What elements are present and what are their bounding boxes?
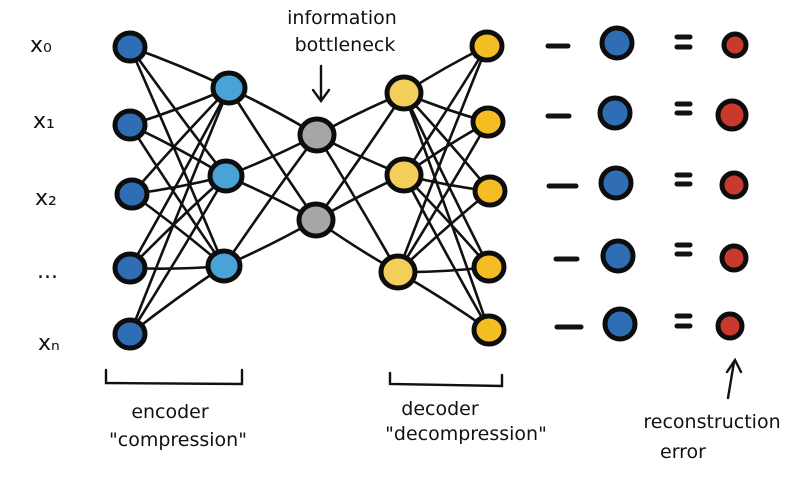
network-nodes [112,29,508,351]
node-decoder-hidden-0 [384,74,424,112]
node-bottleneck-1 [296,201,336,239]
target-node [598,165,634,201]
error-node [715,98,749,132]
node-output-2 [472,174,508,208]
error-node [719,243,749,273]
bottleneck-annotation: information bottleneck [287,7,397,104]
up-arrow-icon [725,357,743,400]
error-node [721,31,749,59]
node-input-3 [112,251,148,285]
edge-decoder-hidden-2-to-output-0 [396,44,489,274]
encoder-label: encoder [131,401,209,423]
edge-decoder-hidden-0-to-output-4 [402,91,491,332]
error-node [719,170,749,200]
encoder-annotation: encoder "compression" [104,368,247,451]
edge-decoder-hidden-2-to-output-1 [396,120,490,274]
edge-input-3-to-encoder-hidden-0 [128,86,231,270]
input-label-x1: x₁ [33,109,55,134]
decoder-label: decoder [401,398,479,420]
node-input-1 [112,108,148,142]
bottleneck-label-line1: information [287,7,397,29]
decoder-bracket [388,371,504,388]
target-node [602,306,638,342]
decoder-sublabel: "decompression" [385,423,547,445]
equation-row-2 [546,165,749,201]
target-node [597,95,633,131]
encoder-bracket [104,368,244,386]
edge-decoder-hidden-1-to-output-4 [402,173,491,332]
node-decoder-hidden-2 [378,253,418,291]
node-output-0 [469,29,505,63]
input-labels: x₀ x₁ x₂ ... xₙ [30,33,60,356]
node-encoder-hidden-2 [205,248,243,284]
input-label-xn: xₙ [38,331,60,356]
target-node [599,25,635,61]
input-label-x0: x₀ [30,33,52,58]
node-bottleneck-0 [297,116,337,154]
error-annotation: reconstruction error [643,357,781,463]
edge-input-0-to-encoder-hidden-2 [128,45,226,268]
node-encoder-hidden-0 [210,70,248,106]
equation-row-0 [545,25,749,61]
equation-row-4 [554,306,745,342]
node-decoder-hidden-1 [384,156,424,194]
error-node [715,311,745,341]
edge-decoder-hidden-0-to-output-3 [402,91,491,269]
reconstruction-equation [545,25,749,342]
edge-input-1-to-encoder-hidden-2 [128,123,226,268]
encoder-sublabel: "compression" [109,429,247,451]
error-label-line1: reconstruction [643,411,780,433]
input-label-x2: x₂ [35,186,57,211]
edge-decoder-hidden-1-to-output-0 [402,44,489,177]
edge-input-0-to-encoder-hidden-1 [128,45,228,178]
error-label-line2: error [660,441,706,463]
equation-row-1 [545,95,749,132]
equation-row-3 [553,238,749,274]
connections [128,44,492,336]
node-input-2 [114,177,150,211]
down-arrow-icon [311,64,331,104]
node-input-4 [112,317,148,351]
node-output-3 [471,250,507,284]
node-output-1 [470,105,506,139]
edge-input-4-to-encoder-hidden-0 [128,86,231,336]
decoder-annotation: decoder "decompression" [385,371,547,445]
edge-input-4-to-encoder-hidden-1 [128,174,228,336]
node-output-4 [471,313,507,347]
input-label-ellipsis: ... [37,259,58,284]
bottleneck-label-line2: bottleneck [295,34,396,56]
target-node [600,238,636,274]
node-encoder-hidden-1 [207,158,245,194]
node-input-0 [112,30,148,64]
